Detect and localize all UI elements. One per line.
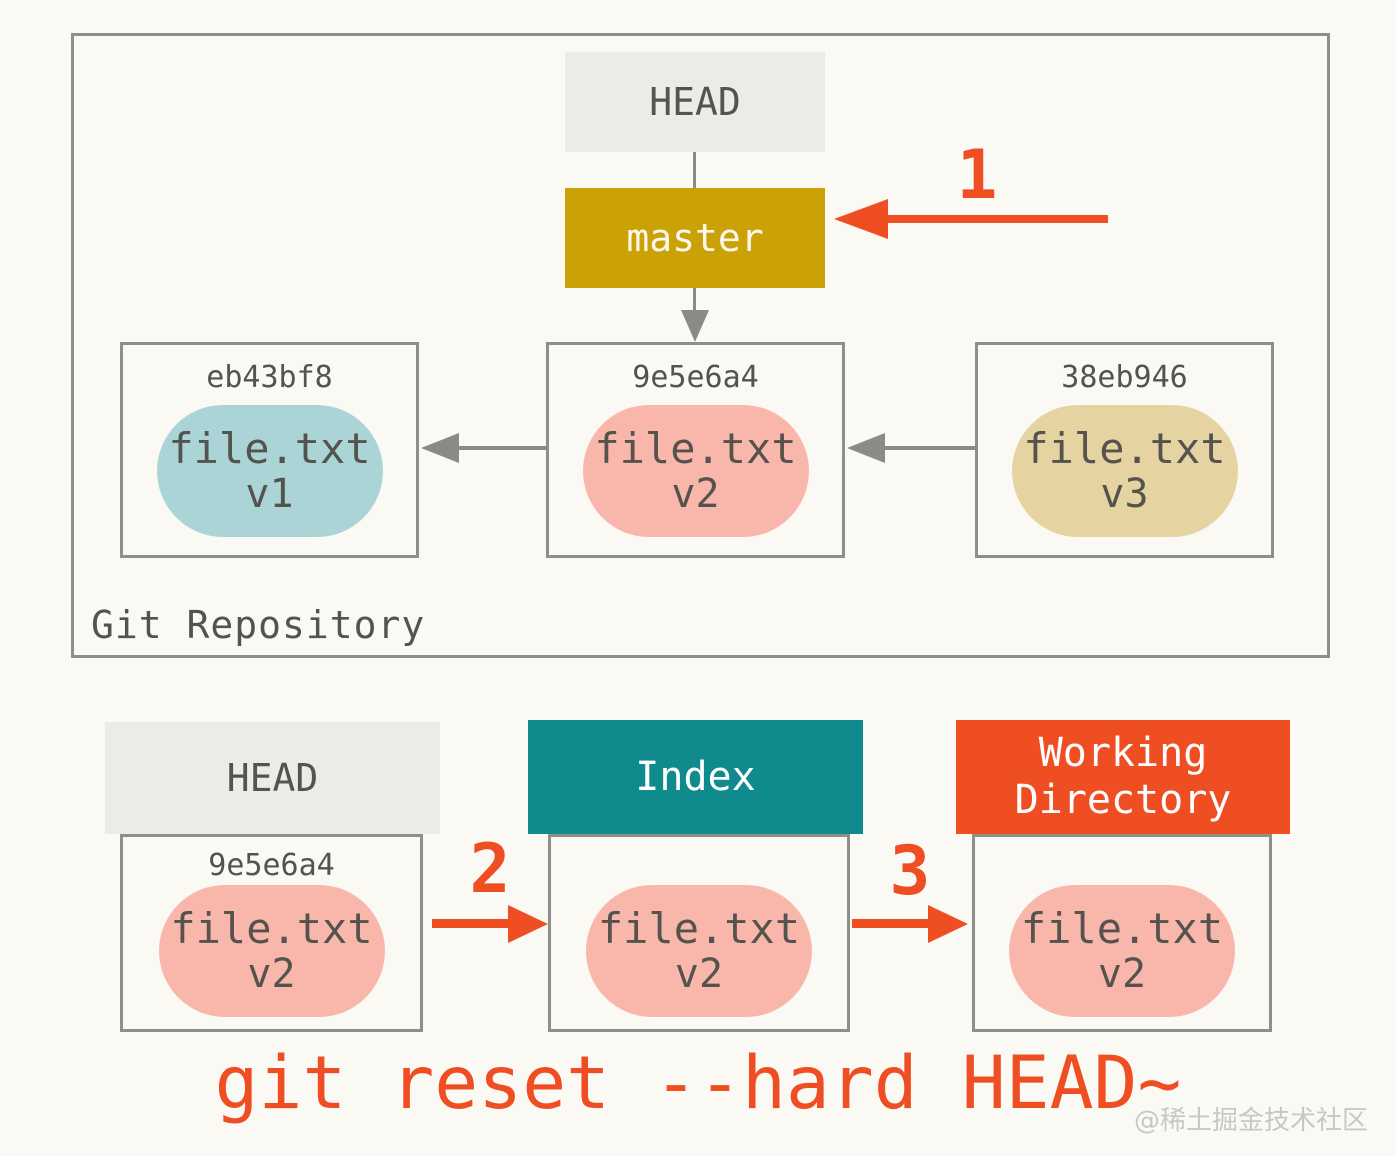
file-snapshot-pill: file.txt v1 [156,405,383,537]
git-repository-box: Git Repository [71,33,1330,658]
file-version: v2 [671,471,720,518]
commit-hash: 9e5e6a4 [632,360,759,395]
master-to-commit-connector [693,288,696,312]
file-version: v1 [245,471,294,518]
file-version: v3 [1100,471,1149,518]
commit-hash: 9e5e6a4 [208,848,335,883]
file-snapshot-pill: file.txt v2 [158,885,385,1017]
working-directory-box: file.txt v2 [972,834,1272,1032]
watermark: @稀土掘金技术社区 [1133,1106,1368,1136]
working-directory-title: Working Directory [1014,730,1232,823]
head-ref-box: HEAD [565,52,825,152]
file-version: v2 [1097,951,1147,998]
red-arrow-right-icon [508,905,548,943]
git-command-caption: git reset --hard HEAD~ [214,1041,1182,1126]
master-branch-label: master [626,216,764,260]
parent-arrow-shaft [455,446,546,450]
file-snapshot-pill: file.txt v2 [582,405,809,537]
parent-arrow-left-icon [421,433,459,463]
index-area-header: Index [528,720,863,834]
step-1-label: 1 [956,136,998,215]
file-name: file.txt [597,903,801,953]
file-name: file.txt [1023,423,1226,473]
file-name: file.txt [594,423,797,473]
head-to-master-connector [693,152,696,188]
red-arrow-2-shaft [432,919,512,928]
step-2-label: 2 [469,830,511,909]
commit-hash: eb43bf8 [206,360,333,395]
file-name: file.txt [168,423,371,473]
commit-hash: 38eb946 [1061,360,1188,395]
file-snapshot-pill: file.txt v2 [586,885,812,1017]
working-directory-header: Working Directory [956,720,1290,834]
commit-card-eb43bf8: eb43bf8 file.txt v1 [120,342,419,558]
index-area-title: Index [635,753,756,800]
file-version: v2 [247,951,296,998]
commit-card-9e5e6a4: 9e5e6a4 file.txt v2 [546,342,845,558]
file-snapshot-pill: file.txt v2 [1009,885,1235,1017]
red-arrow-right-icon [928,905,968,943]
head-ref-label: HEAD [649,80,741,124]
git-repository-label: Git Repository [91,603,426,647]
file-snapshot-pill: file.txt v3 [1011,405,1238,537]
parent-arrow-shaft [881,446,975,450]
file-name: file.txt [1020,903,1224,953]
master-branch-box: master [565,188,825,288]
index-area-box: file.txt v2 [548,834,850,1032]
red-arrow-left-icon [834,199,888,239]
step-3-label: 3 [889,832,931,911]
head-area-box: 9e5e6a4 file.txt v2 [120,834,423,1032]
head-area-header: HEAD [105,722,440,834]
file-version: v2 [674,951,724,998]
file-name: file.txt [170,903,373,953]
red-arrow-3-shaft [852,919,932,928]
arrow-down-icon [681,310,709,342]
commit-card-38eb946: 38eb946 file.txt v3 [975,342,1274,558]
red-arrow-1-shaft [882,215,1108,223]
head-area-title: HEAD [226,755,319,800]
parent-arrow-left-icon [847,433,885,463]
